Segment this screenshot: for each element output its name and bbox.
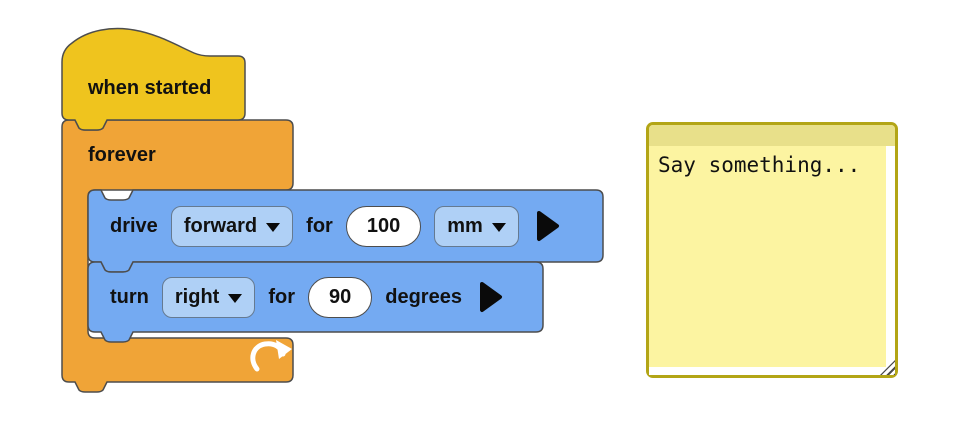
- drive-distance-value: 100: [366, 214, 401, 237]
- drive-direction-value: forward: [183, 214, 258, 237]
- drive-block-content: drive forward for 100 mm: [88, 190, 603, 262]
- expand-arrow-icon: [479, 282, 502, 312]
- dropdown-caret-icon: [228, 293, 243, 303]
- loop-arrow-icon: [250, 340, 292, 372]
- comment-note-text[interactable]: Say something...: [658, 153, 861, 177]
- dropdown-caret-icon: [491, 222, 506, 232]
- drive-distance-input[interactable]: 100: [345, 205, 422, 247]
- turn-direction-dropdown[interactable]: right: [161, 276, 256, 318]
- turn-label: turn: [110, 285, 149, 308]
- turn-expander-button[interactable]: [479, 281, 503, 313]
- drive-direction-dropdown[interactable]: forward: [170, 205, 294, 247]
- drive-label: drive: [110, 214, 158, 237]
- turn-angle-value: 90: [329, 285, 352, 308]
- drive-unit-value: mm: [447, 214, 483, 237]
- turn-direction-value: right: [174, 285, 220, 308]
- comment-note-header[interactable]: [649, 125, 895, 146]
- turn-angle-input[interactable]: 90: [308, 276, 373, 318]
- when-started-block-shape[interactable]: [61, 27, 246, 131]
- comment-note-bottom-gutter: [649, 367, 895, 375]
- turn-degrees-label: degrees: [385, 285, 462, 308]
- comment-note[interactable]: Say something...: [646, 122, 898, 378]
- dropdown-caret-icon: [266, 222, 281, 232]
- turn-for-label: for: [268, 285, 295, 308]
- comment-note-scroll-gutter: [886, 146, 895, 375]
- turn-block-content: turn right for 90 degrees: [88, 262, 543, 332]
- drive-unit-dropdown[interactable]: mm: [434, 205, 519, 247]
- drive-expander-button[interactable]: [536, 210, 560, 242]
- drive-for-label: for: [306, 214, 333, 237]
- expand-arrow-icon: [536, 211, 559, 241]
